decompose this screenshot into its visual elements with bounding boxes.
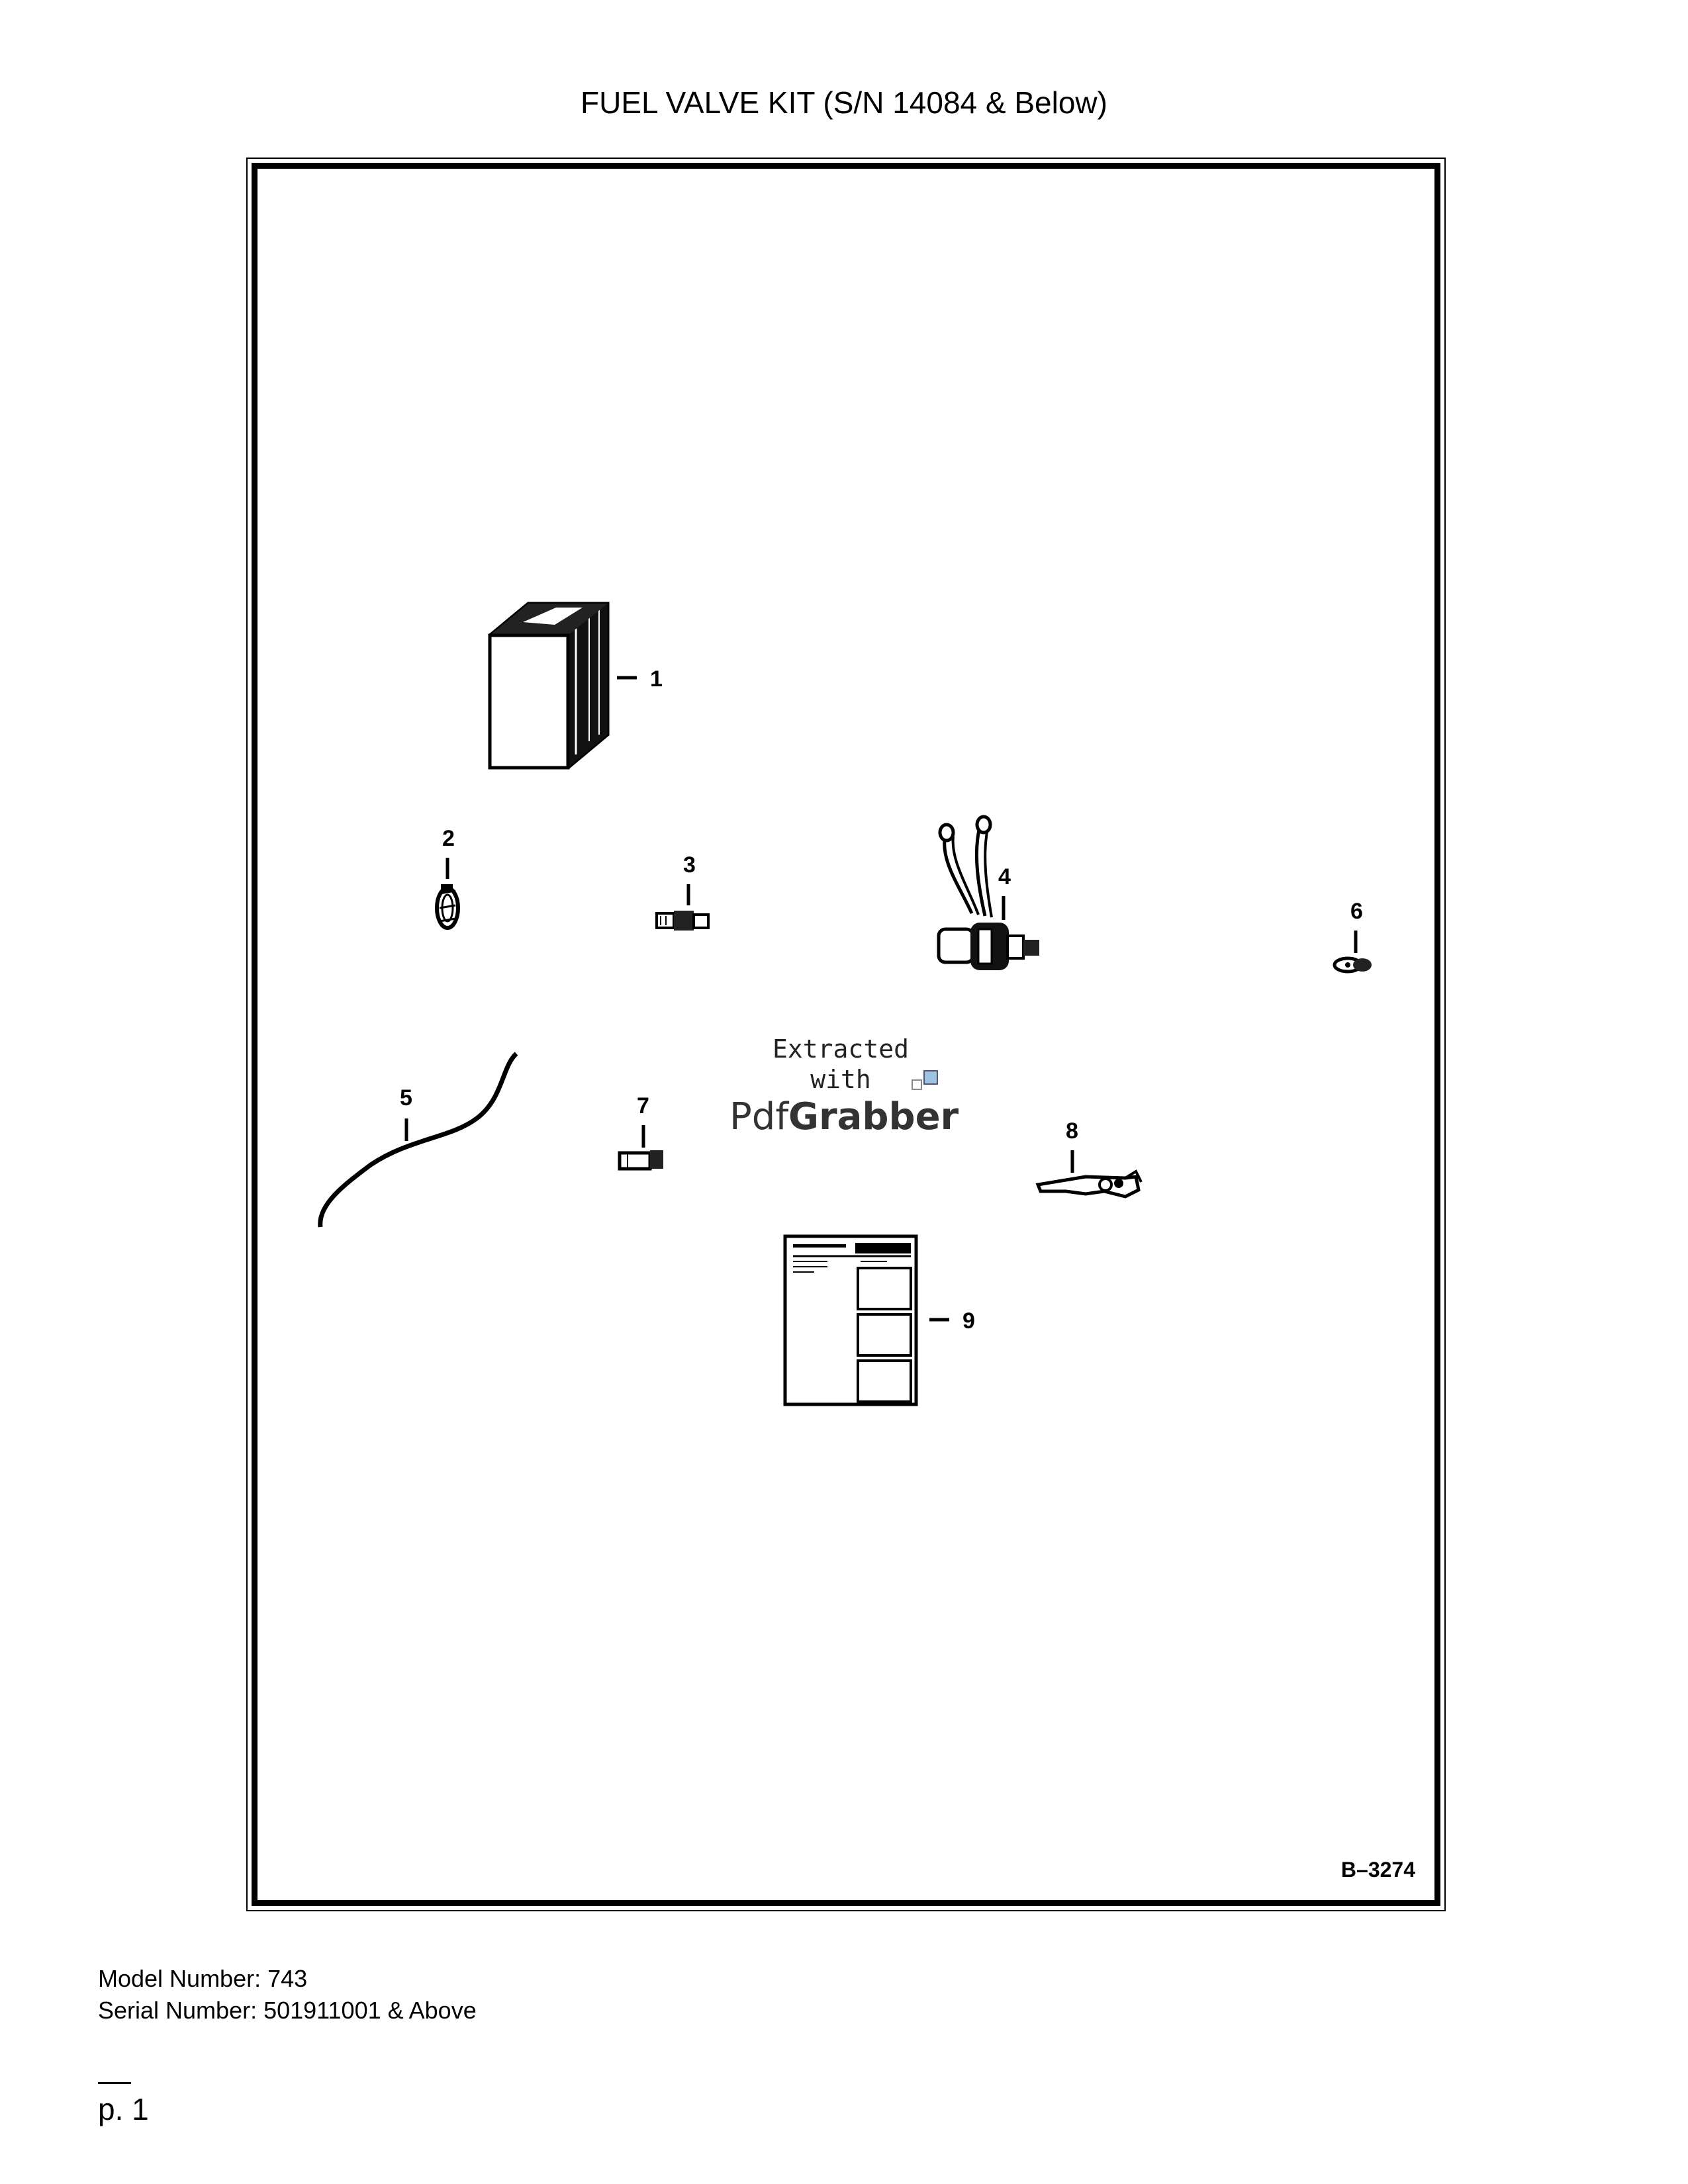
part-8-bracket <box>1035 1169 1143 1199</box>
page-number: p. 1 <box>98 2092 149 2126</box>
watermark-logo-icon <box>912 1070 938 1090</box>
part-4-solenoid <box>937 815 1039 970</box>
serial-number: Serial Number: 501911001 & Above <box>98 1997 477 2024</box>
callout-1: 1 <box>650 666 663 692</box>
callout-2: 2 <box>442 826 455 851</box>
pdfgrabber-watermark: Extracted with PdfGrabber <box>729 1034 959 1138</box>
watermark-brand: PdfGrabber <box>729 1095 959 1138</box>
callout-7: 7 <box>637 1093 649 1118</box>
part-2-clamp <box>435 884 460 930</box>
model-info: Model Number: 743 Serial Number: 5019110… <box>98 1963 477 2026</box>
callout-9: 9 <box>962 1308 975 1334</box>
callout-6: 6 <box>1350 899 1363 924</box>
watermark-line-1: Extracted <box>773 1034 909 1064</box>
watermark-brand-grabber: Grabber <box>788 1095 959 1138</box>
figure-frame-outer <box>246 158 1446 1911</box>
page-title: FUEL VALVE KIT (S/N 14084 & Below) <box>581 85 1107 120</box>
page-number-rule <box>98 2082 131 2084</box>
callout-4: 4 <box>998 864 1011 889</box>
part-5-hose <box>318 1052 518 1228</box>
figure-frame <box>252 163 1440 1906</box>
watermark-brand-pdf: Pdf <box>729 1095 789 1138</box>
part-6-washer <box>1333 956 1372 974</box>
watermark-line-2: with <box>810 1065 871 1094</box>
part-9-instruction-sheet <box>783 1234 918 1406</box>
callout-8: 8 <box>1066 1118 1078 1144</box>
part-1-box <box>488 602 610 770</box>
callout-3: 3 <box>683 852 696 878</box>
callout-5: 5 <box>400 1085 412 1111</box>
part-3-fitting <box>655 911 710 931</box>
model-number: Model Number: 743 <box>98 1965 308 1992</box>
part-7-connector <box>618 1150 663 1171</box>
figure-reference: B–3274 <box>1341 1858 1415 1882</box>
